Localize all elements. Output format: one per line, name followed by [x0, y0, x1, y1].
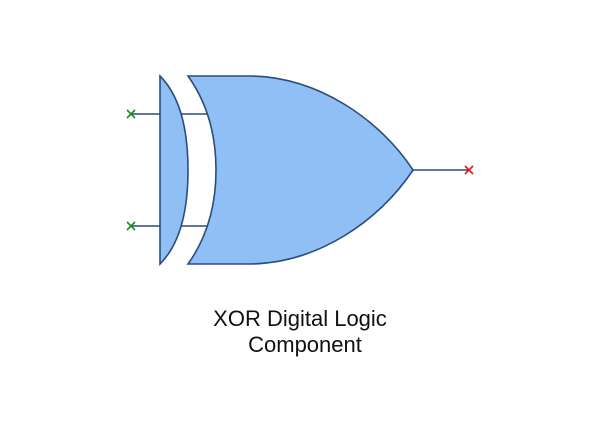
input-b-port-icon[interactable]	[126, 221, 136, 231]
input-a-port-icon[interactable]	[126, 109, 136, 119]
xor-back-curve	[159, 74, 189, 266]
xor-gate-body	[186, 75, 414, 265]
diagram-caption: XOR Digital Logic Component	[0, 306, 600, 358]
output-port-icon[interactable]	[464, 165, 474, 175]
caption-line-1: XOR Digital Logic	[213, 306, 387, 331]
caption-line-2: Component	[248, 332, 362, 357]
